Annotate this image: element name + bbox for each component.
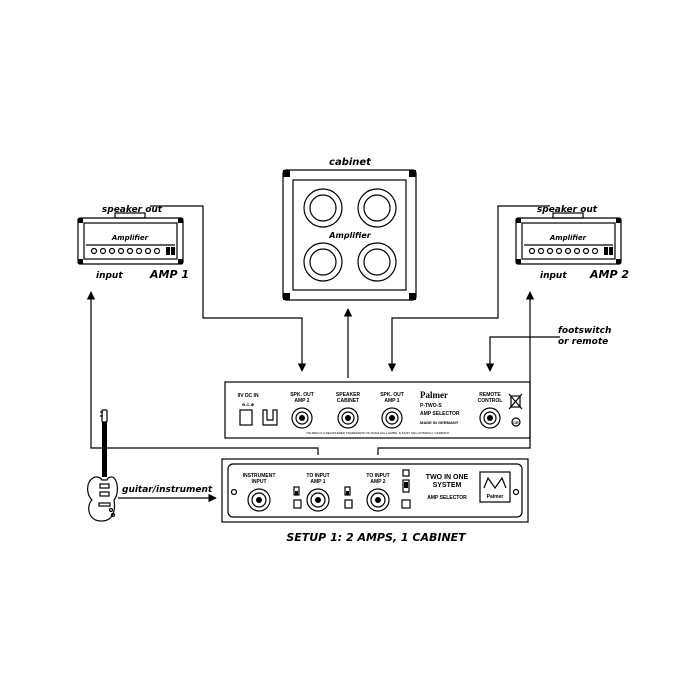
spk-out-amp1-label-1: SPK. OUT xyxy=(380,392,404,398)
setup-caption: SETUP 1: 2 AMPS, 1 CABINET xyxy=(286,531,467,544)
ce-mark-icon: CE xyxy=(511,417,521,427)
speaker-cabinet-label-1: SPEAKER xyxy=(336,392,361,398)
spk-out-amp2-label-1: SPK. OUT xyxy=(290,392,314,398)
amp1-ground-switch xyxy=(293,486,300,496)
front-panel: INSTRUMENT INPUT TO INPUT AMP 1 TO INPUT… xyxy=(221,458,529,523)
remote-label-2: CONTROL xyxy=(478,398,503,404)
cable-to-amp1-input xyxy=(86,291,319,455)
to-input-amp2-jack xyxy=(366,488,390,512)
front-title-1: TWO IN ONE xyxy=(426,474,469,481)
palmer-logo-icon: Palmer xyxy=(479,471,511,503)
speaker-cabinet: cabinet Amplifier xyxy=(282,157,417,301)
speaker-cabinet-label-2: CABINET xyxy=(337,398,359,404)
mount-screw-left xyxy=(230,488,238,496)
dc-in-jack xyxy=(239,409,253,426)
amp2-name: AMP 2 xyxy=(589,268,629,281)
cable-footswitch xyxy=(485,336,560,372)
channel-toggle-switch xyxy=(402,469,410,493)
amp1-logo: Amplifier xyxy=(111,234,149,242)
cabinet-logo: Amplifier xyxy=(328,231,371,240)
remote-label-1: REMOTE xyxy=(479,392,501,398)
amp2-ground-switch xyxy=(344,486,351,496)
cable-to-amp2-input xyxy=(377,291,535,455)
to-input-amp1-label-1: TO INPUT xyxy=(306,473,329,479)
to-input-amp1-jack xyxy=(306,488,330,512)
amp2-speaker-out-label: speaker out xyxy=(537,205,598,215)
footswitch-label-1: footswitch xyxy=(558,326,611,336)
rear-made-in: MADE IN GERMANY xyxy=(420,420,459,425)
cabinet-label: cabinet xyxy=(329,157,372,168)
amp1-knobs xyxy=(90,247,161,255)
cable-connections xyxy=(86,205,560,503)
dc-in-label: 9V DC IN xyxy=(237,393,259,399)
amp1-name: AMP 1 xyxy=(149,268,189,281)
guitar-label: guitar/instrument xyxy=(122,485,213,495)
cable-amp2-speaker-out xyxy=(387,205,550,372)
svg-text:⊖-C-⊕: ⊖-C-⊕ xyxy=(242,402,255,407)
amp1-input-label: input xyxy=(96,271,123,281)
amp-1: speaker out Amplifier input AMP 1 xyxy=(77,205,189,281)
cable-clamp xyxy=(262,409,278,426)
speaker-cabinet-jack xyxy=(337,407,359,429)
rear-product: AMP SELECTOR xyxy=(420,411,460,417)
spk-out-amp2-label-2: AMP 2 xyxy=(294,398,309,404)
to-input-amp2-label-2: AMP 2 xyxy=(370,479,385,485)
amp2-input-label: input xyxy=(540,271,567,281)
amp2-logo: Amplifier xyxy=(549,234,587,242)
to-input-amp1-label-2: AMP 1 xyxy=(310,479,325,485)
remote-control-jack xyxy=(479,407,501,429)
spk-out-amp2-jack xyxy=(291,407,313,429)
svg-text:CE: CE xyxy=(513,420,519,425)
amp2-knobs xyxy=(528,247,599,255)
front-subtitle: AMP SELECTOR xyxy=(427,495,467,501)
instrument-input-label-2: INPUT xyxy=(252,479,267,485)
rear-model: P-TWO-S xyxy=(420,403,442,409)
front-badge: Palmer xyxy=(487,494,504,500)
instrument-input-label-1: INSTRUMENT xyxy=(243,473,276,479)
select-led xyxy=(401,499,411,509)
amp2-led xyxy=(344,499,353,509)
rear-fine-print: PALMER IS A REGISTERED TRADEMARK OF ADAM… xyxy=(306,431,449,435)
rear-brand: Palmer xyxy=(420,390,448,400)
front-title-2: SYSTEM xyxy=(433,482,462,489)
amp1-led xyxy=(293,499,302,509)
amp-2: speaker out Amplifier input AMP 2 xyxy=(515,205,629,281)
weee-bin-icon xyxy=(508,393,523,410)
spk-out-amp1-label-2: AMP 1 xyxy=(384,398,399,404)
cable-amp1-speaker-out xyxy=(150,205,307,372)
instrument-input-jack xyxy=(247,488,271,512)
amp1-speaker-out-label: speaker out xyxy=(102,205,163,215)
mount-screw-right xyxy=(512,488,520,496)
to-input-amp2-label-1: TO INPUT xyxy=(366,473,389,479)
spk-out-amp1-jack xyxy=(381,407,403,429)
guitar-icon xyxy=(87,409,118,522)
rear-panel: 9V DC IN ⊖-C-⊕ SPK. OUT AMP 2 SPEAKER CA… xyxy=(224,381,531,439)
footswitch-label-2: or remote xyxy=(558,337,608,347)
